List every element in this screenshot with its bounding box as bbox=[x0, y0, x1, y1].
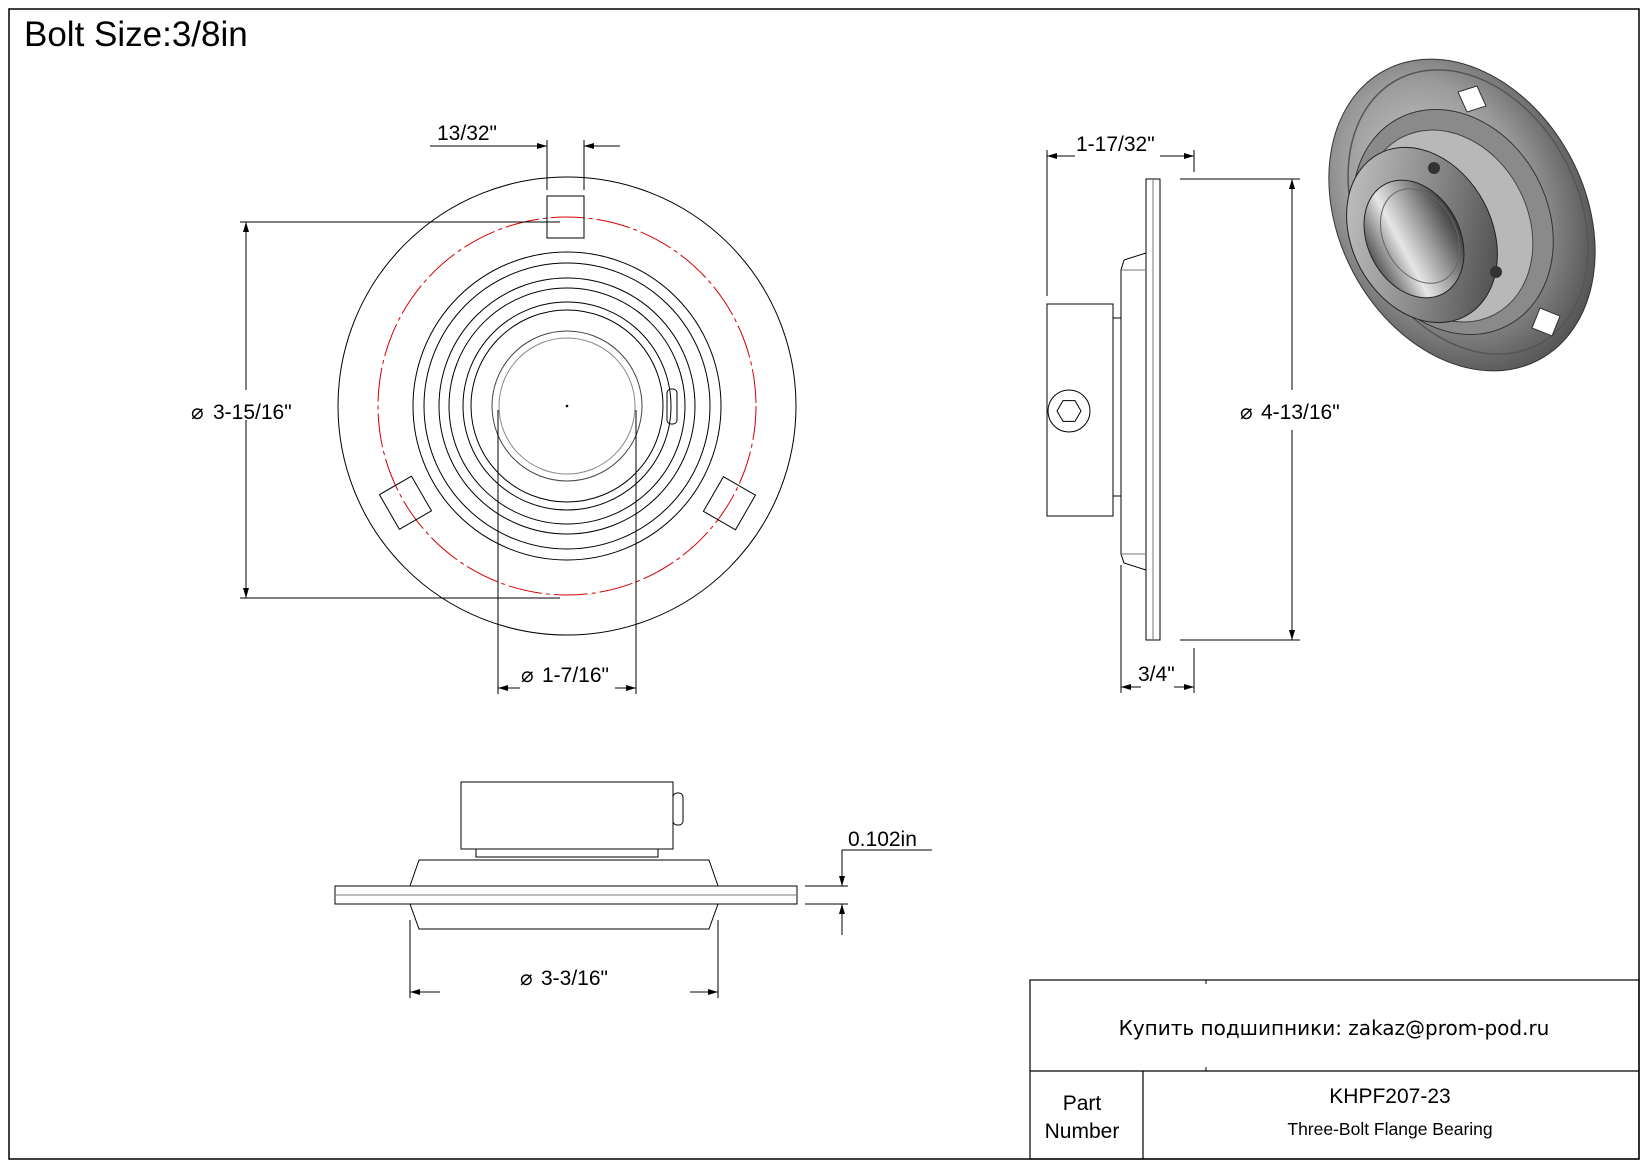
part-label-line1: Part bbox=[1063, 1092, 1102, 1115]
bolt-size-title: Bolt Size:3/8in bbox=[24, 15, 248, 54]
front-view bbox=[337, 176, 797, 636]
housing-ring-4 bbox=[448, 287, 686, 525]
render-slot-bottom bbox=[1531, 307, 1561, 337]
bottom-dimensions bbox=[409, 849, 932, 998]
render-slot-top bbox=[1457, 85, 1487, 113]
bolt-slot-top bbox=[546, 195, 585, 239]
bolt-circle bbox=[377, 216, 757, 596]
housing-upper bbox=[409, 859, 719, 887]
flange-diameter-label: 4-13/16" bbox=[1261, 401, 1340, 424]
bolt-slot-left bbox=[378, 475, 433, 531]
locking-collar bbox=[1046, 303, 1114, 517]
diameter-symbol: ⌀ bbox=[1240, 401, 1253, 424]
render-set-screw-1 bbox=[1428, 162, 1440, 174]
part-number: KHPF207-23 bbox=[1329, 1085, 1450, 1108]
housing-ring-2 bbox=[423, 262, 711, 550]
bolt-circle-label: 3-15/16" bbox=[213, 401, 292, 424]
title-block-frame bbox=[1029, 979, 1640, 1160]
insert-step-top bbox=[475, 848, 659, 858]
pilot-diameter-label: 3-3/16" bbox=[541, 967, 608, 990]
set-screw-stub bbox=[666, 388, 678, 425]
flange-to-face-label: 3/4" bbox=[1138, 663, 1175, 686]
bottom-view bbox=[334, 781, 798, 930]
title-block bbox=[1029, 979, 1640, 1160]
buy-contact-text: Купить подшипники: zakaz@prom-pod.ru bbox=[1119, 1016, 1550, 1040]
collar-outer bbox=[462, 301, 672, 511]
bore-inner bbox=[498, 337, 636, 475]
diameter-symbol: ⌀ bbox=[520, 967, 533, 990]
part-label-line2: Number bbox=[1045, 1120, 1120, 1143]
side-view bbox=[1046, 178, 1161, 641]
bearing-3d-render bbox=[1328, 58, 1596, 372]
render-set-screw-2 bbox=[1490, 266, 1502, 278]
set-screw-stub-top bbox=[672, 792, 684, 826]
locking-collar-top bbox=[460, 781, 674, 850]
side-dim-labels: 1-17/32" ⌀ 4-13/16" 3/4" bbox=[1076, 133, 1340, 686]
housing-ring-3 bbox=[438, 277, 696, 535]
insert-step bbox=[1112, 317, 1122, 497]
bottom-dim-labels: 0.102in ⌀ 3-3/16" bbox=[520, 828, 917, 990]
part-description: Three-Bolt Flange Bearing bbox=[1287, 1119, 1492, 1139]
set-screw-head bbox=[1047, 389, 1091, 433]
front-dimensions bbox=[240, 140, 637, 694]
hex-socket-icon bbox=[1056, 400, 1082, 422]
flange-thickness-label: 0.102in bbox=[848, 828, 917, 851]
bore-outer bbox=[491, 330, 643, 482]
slot-width-label: 13/32" bbox=[437, 122, 497, 145]
render-bore bbox=[1363, 179, 1465, 299]
housing-body bbox=[1120, 252, 1147, 571]
sheet-border bbox=[8, 8, 1640, 1160]
center-mark bbox=[565, 404, 569, 408]
front-dim-labels: 13/32" ⌀ 3-15/16" ⌀ 1-7/16" bbox=[191, 122, 609, 687]
collar-inner bbox=[470, 309, 664, 503]
bore-label: 1-7/16" bbox=[542, 664, 609, 687]
side-dimensions bbox=[1046, 150, 1300, 693]
flange-outline bbox=[337, 176, 797, 636]
diameter-symbol: ⌀ bbox=[191, 401, 204, 424]
diameter-symbol: ⌀ bbox=[521, 664, 534, 687]
housing-lower bbox=[409, 903, 719, 930]
housing-ring-1 bbox=[412, 251, 722, 561]
title-block-text: Купить подшипники: zakaz@prom-pod.ru Par… bbox=[1045, 1016, 1550, 1143]
overall-length-label: 1-17/32" bbox=[1076, 133, 1155, 156]
bolt-slot-right bbox=[702, 475, 757, 531]
render-bore-inner bbox=[1379, 188, 1461, 284]
